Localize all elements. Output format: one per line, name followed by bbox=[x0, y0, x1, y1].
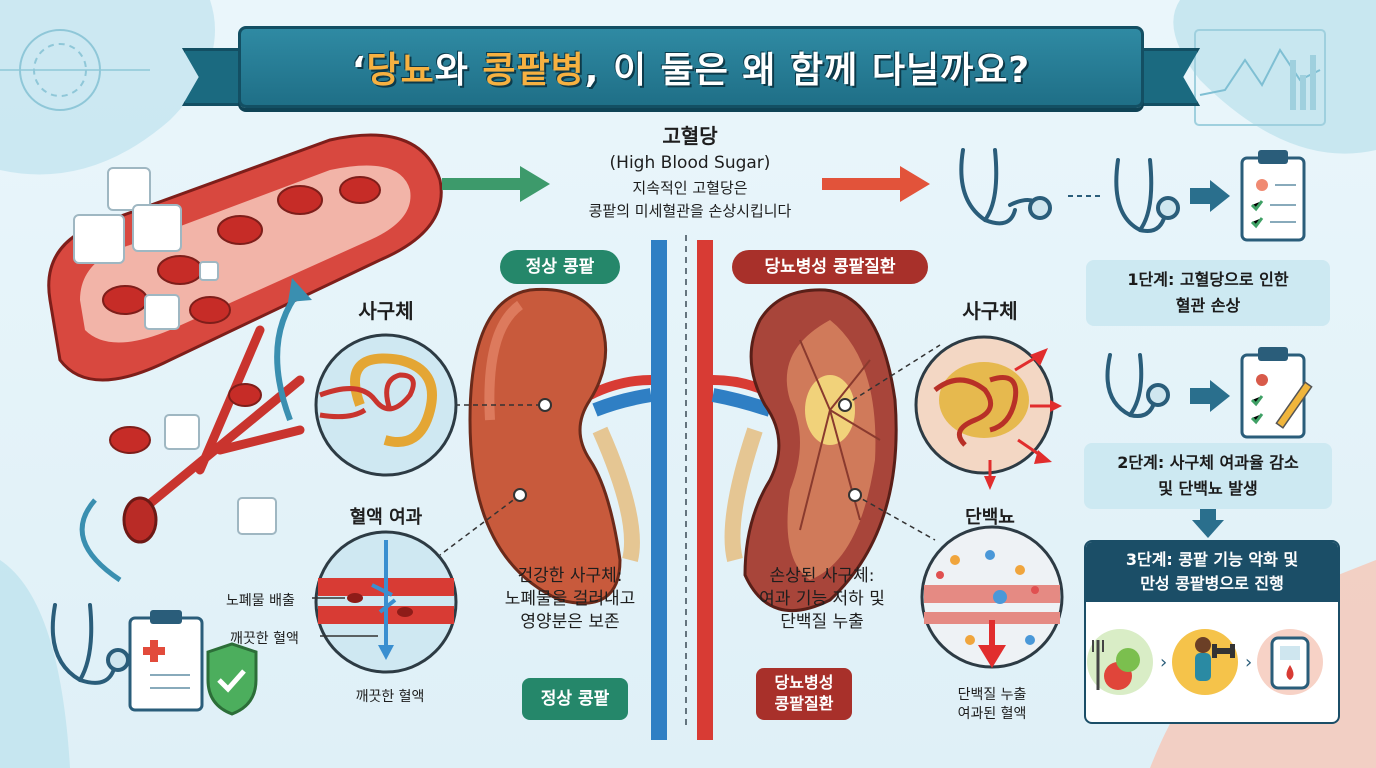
stage-2-line2: 및 단백뇨 발생 bbox=[1158, 479, 1258, 498]
diabetic-kidney-badge-top: 당뇨병성 콩팥질환 bbox=[732, 250, 928, 284]
stage-3-header: 3단계: 콩팥 기능 악화 및 만성 콩팥병으로 진행 bbox=[1086, 542, 1338, 602]
title-quote: ‘ bbox=[351, 50, 367, 91]
title-banner: ‘당뇨와 콩팥병, 이 둘은 왜 함께 다닐까요? bbox=[238, 26, 1144, 108]
stage-2-box: 2단계: 사구체 여과율 감소 및 단백뇨 발생 bbox=[1084, 443, 1332, 509]
diabetic-badge-bottom-line1: 당뇨병성 bbox=[774, 673, 834, 693]
protein-leak-label: 단백질 누출 bbox=[957, 687, 1027, 703]
normal-desc-line1: 건강한 사구체: bbox=[517, 566, 623, 586]
center-heading: 고혈당 bbox=[662, 124, 718, 148]
proteinuria-label: 단백뇨 bbox=[965, 507, 1015, 528]
title-connector: 와 bbox=[434, 50, 483, 91]
normal-glomerulus-label: 사구체 bbox=[358, 299, 414, 323]
center-top-text: 고혈당 (High Blood Sugar) 지속적인 고혈당은 콩팥의 미세혈… bbox=[540, 120, 840, 221]
leak-labels: 단백질 누출 여과된 혈액 bbox=[922, 686, 1062, 724]
normal-desc-line3: 영양분은 보존 bbox=[520, 611, 620, 632]
damaged-glomerulus-label: 사구체 bbox=[962, 299, 1018, 323]
filtered-blood-label: 여과된 혈액 bbox=[957, 705, 1027, 722]
stage-1-line2: 혈관 손상 bbox=[1175, 296, 1241, 315]
normal-kidney-badge-top: 정상 콩팥 bbox=[500, 250, 620, 284]
normal-desc-line2: 노폐물을 걸러내고 bbox=[504, 588, 636, 609]
stage-3-line1: 3단계: 콩팥 기능 악화 및 bbox=[1125, 550, 1299, 569]
center-line1: 지속적인 고혈당은 bbox=[632, 179, 748, 197]
center-subheading: (High Blood Sugar) bbox=[609, 153, 771, 173]
diabetic-desc-line1: 손상된 사구체: bbox=[769, 566, 875, 586]
svg-text:›: › bbox=[1245, 652, 1252, 673]
diabetic-description: 손상된 사구체: 여과 기능 저하 및 단백질 누출 bbox=[722, 565, 922, 634]
dumbbell-icon bbox=[1172, 629, 1238, 695]
stage-2-line1: 2단계: 사구체 여과율 감소 bbox=[1117, 453, 1299, 473]
title-word-kidney-disease: 콩팥병 bbox=[482, 50, 585, 91]
diabetic-kidney-badge-bottom: 당뇨병성 콩팥질환 bbox=[756, 668, 852, 720]
stage-1-box: 1단계: 고혈당으로 인한 혈관 손상 bbox=[1086, 260, 1330, 326]
page-title: ‘당뇨와 콩팥병, 이 둘은 왜 함께 다닐까요? bbox=[352, 41, 1030, 93]
clean-blood-bottom-label: 깨끗한 혈액 bbox=[355, 689, 425, 705]
diabetic-badge-bottom-line2: 콩팥질환 bbox=[774, 694, 834, 713]
waste-excretion-label: 노폐물 배출 bbox=[226, 593, 295, 609]
svg-text:›: › bbox=[1160, 652, 1167, 673]
title-word-diabetes: 당뇨 bbox=[366, 50, 435, 91]
diabetic-desc-line2: 여과 기능 저하 및 bbox=[759, 588, 885, 609]
stage-1-line1: 1단계: 고혈당으로 인한 bbox=[1127, 270, 1289, 290]
stage-3-line2: 만성 콩팥병으로 진행 bbox=[1140, 574, 1284, 593]
center-line2: 콩팥의 미세혈관을 손상시킵니다 bbox=[588, 202, 792, 220]
glucose-meter-icon bbox=[1257, 629, 1323, 695]
title-rest: , 이 둘은 왜 함께 다닐까요? bbox=[584, 50, 1031, 91]
apple-icon bbox=[1087, 629, 1153, 695]
normal-description: 건강한 사구체: 노폐물을 걸러내고 영양분은 보존 bbox=[470, 565, 670, 634]
clean-blood-label: 깨끗한 혈액 bbox=[230, 631, 299, 647]
normal-filtration-label: 혈액 여과 bbox=[349, 507, 423, 528]
diabetic-desc-line3: 단백질 누출 bbox=[780, 611, 864, 632]
normal-kidney-badge-bottom: 정상 콩팥 bbox=[522, 678, 628, 720]
